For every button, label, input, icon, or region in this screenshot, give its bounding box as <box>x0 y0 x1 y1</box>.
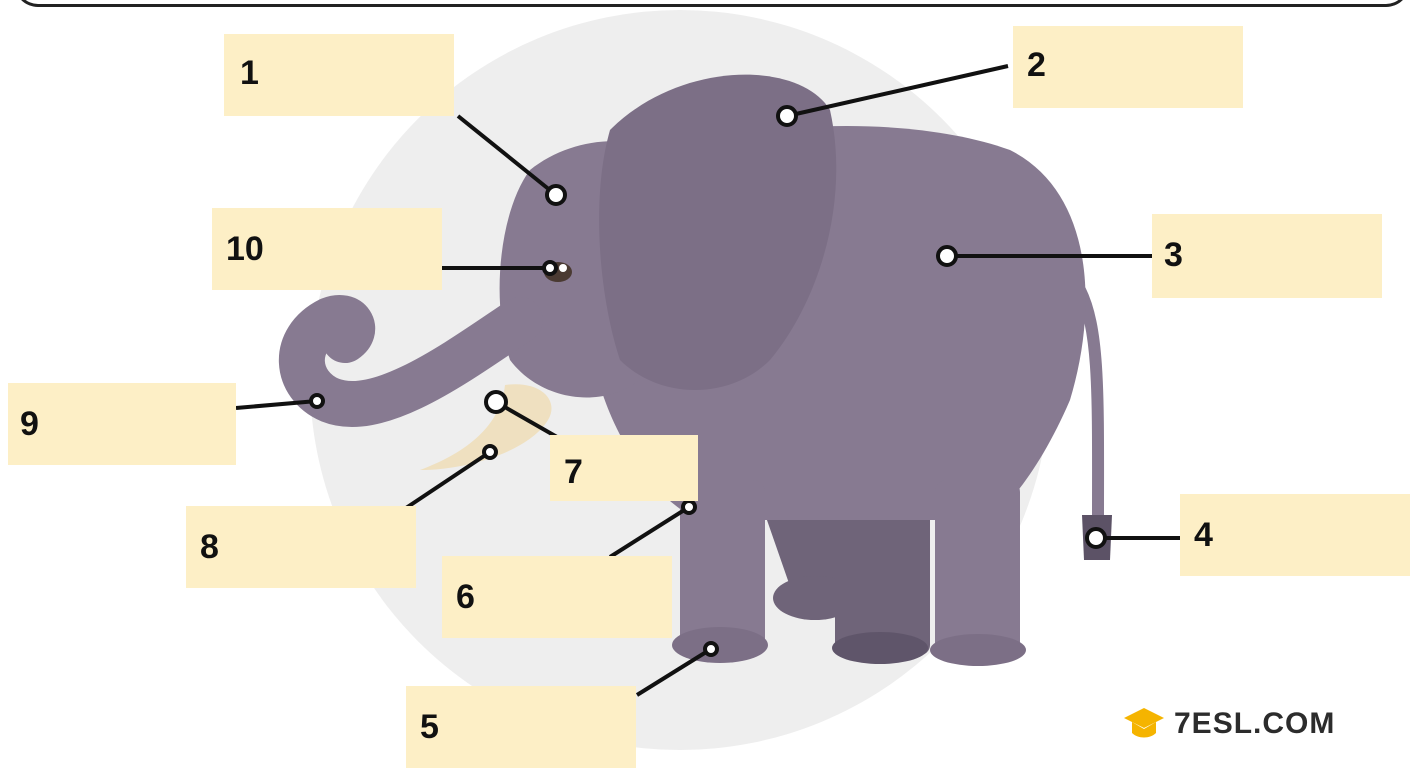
elephant-trunk <box>278 295 543 427</box>
front-leg-right <box>935 480 1020 655</box>
label-box-9[interactable]: 9 <box>8 383 236 465</box>
label-box-2[interactable]: 2 <box>1013 26 1243 108</box>
logo-text: 7ESL.COM <box>1174 707 1336 740</box>
label-number-6: 6 <box>456 578 475 616</box>
label-box-3[interactable]: 3 <box>1152 214 1382 298</box>
label-number-2: 2 <box>1027 46 1046 84</box>
label-number-8: 8 <box>200 528 219 566</box>
label-number-10: 10 <box>226 230 264 268</box>
label-box-7[interactable]: 7 <box>550 435 698 501</box>
graduation-cap-icon <box>1124 708 1164 738</box>
front-leg-left <box>680 480 765 650</box>
label-number-4: 4 <box>1194 516 1213 554</box>
brand-logo: 7ESL.COM <box>1122 704 1335 744</box>
elephant-tail <box>1074 287 1105 521</box>
label-number-7: 7 <box>564 453 583 491</box>
label-number-5: 5 <box>420 708 439 746</box>
label-number-9: 9 <box>20 405 39 443</box>
label-number-3: 3 <box>1164 236 1183 274</box>
elephant-ear <box>599 74 837 390</box>
label-box-5[interactable]: 5 <box>406 686 636 768</box>
label-box-1[interactable]: 1 <box>224 34 454 116</box>
label-box-8[interactable]: 8 <box>186 506 416 588</box>
label-box-10[interactable]: 10 <box>212 208 442 290</box>
label-box-6[interactable]: 6 <box>442 556 672 638</box>
label-number-1: 1 <box>240 54 259 92</box>
leader-lines <box>235 64 1182 697</box>
leader-endpoints <box>309 105 1107 657</box>
label-box-4[interactable]: 4 <box>1180 494 1410 576</box>
back-leg-right <box>835 500 930 655</box>
elephant-tusk <box>420 384 552 470</box>
